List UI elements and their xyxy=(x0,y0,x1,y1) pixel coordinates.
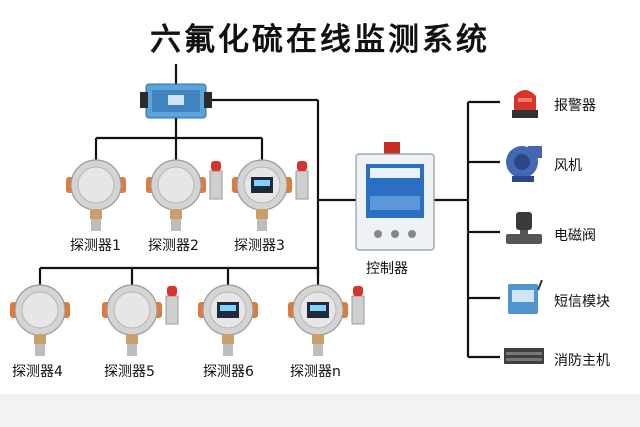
output-label-fan: 风机 xyxy=(554,158,582,174)
output-label-valve: 电磁阀 xyxy=(554,228,596,244)
sms-module-icon xyxy=(508,279,543,314)
output-label-alarm: 报警器 xyxy=(554,98,596,114)
sensor-label-3: 探测器3 xyxy=(234,238,285,254)
sensor-label-7: 探测器n xyxy=(290,364,341,380)
bottom-strip xyxy=(0,394,640,427)
sensor-7 xyxy=(288,284,365,356)
sensor-4 xyxy=(10,284,70,356)
sensor-5 xyxy=(102,284,179,356)
fire-host-icon xyxy=(504,348,544,364)
sensor-1 xyxy=(66,159,126,231)
controller-label: 控制器 xyxy=(366,261,408,277)
sensor-label-6: 探测器6 xyxy=(203,364,254,380)
controller-box xyxy=(355,142,435,251)
solenoid-valve-icon xyxy=(506,212,542,244)
output-label-fire-host: 消防主机 xyxy=(554,353,610,369)
fan-icon xyxy=(506,146,542,182)
sensor-layer xyxy=(10,159,365,356)
alarm-light-icon xyxy=(512,90,538,118)
converter-module xyxy=(140,83,212,119)
sensor-alarm-light-icon xyxy=(209,161,223,200)
sensor-label-1: 探测器1 xyxy=(70,238,121,254)
sensor-3 xyxy=(232,159,309,231)
sensor-6 xyxy=(198,284,258,356)
output-label-sms: 短信模块 xyxy=(554,294,610,310)
sensor-label-2: 探测器2 xyxy=(148,238,199,254)
wire-lines xyxy=(38,64,500,359)
sensor-alarm-light-icon xyxy=(165,286,179,325)
page-title: 六氟化硫在线监测系统 xyxy=(150,22,490,58)
sensor-label-4: 探测器4 xyxy=(12,364,63,380)
sensor-alarm-light-icon xyxy=(295,161,309,200)
sensor-label-5: 探测器5 xyxy=(104,364,155,380)
sensor-2 xyxy=(146,159,223,231)
sensor-alarm-light-icon xyxy=(351,286,365,325)
